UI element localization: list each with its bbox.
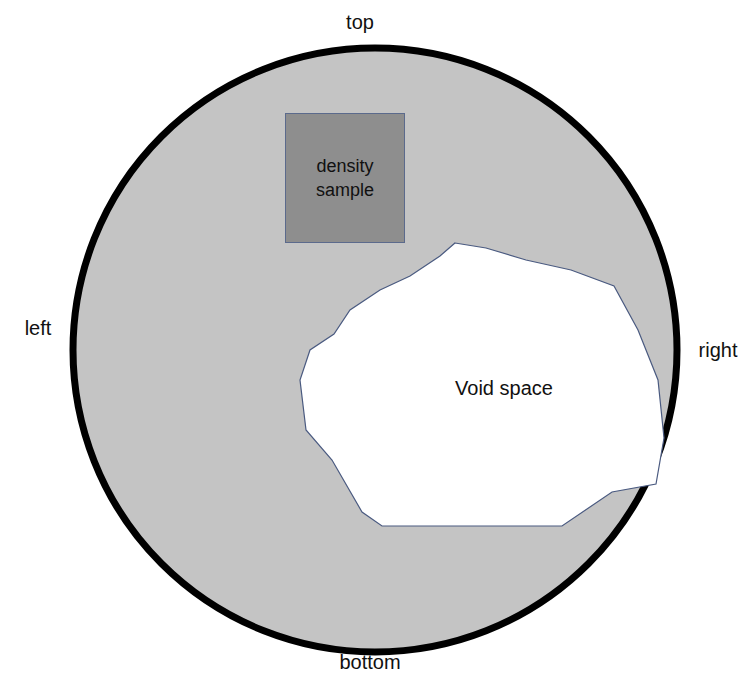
void-space-region: Void space bbox=[296, 238, 668, 530]
pipe-wall bbox=[73, 48, 677, 652]
side-label: bottom bbox=[339, 651, 400, 674]
side-label: left bbox=[25, 317, 52, 340]
side-label: right bbox=[699, 339, 738, 362]
side-label: top bbox=[346, 11, 374, 34]
node-text: Void space bbox=[455, 377, 553, 400]
node-text: density sample bbox=[295, 154, 395, 203]
density-sample-box: density sample bbox=[285, 113, 405, 243]
void-shape bbox=[300, 243, 664, 526]
